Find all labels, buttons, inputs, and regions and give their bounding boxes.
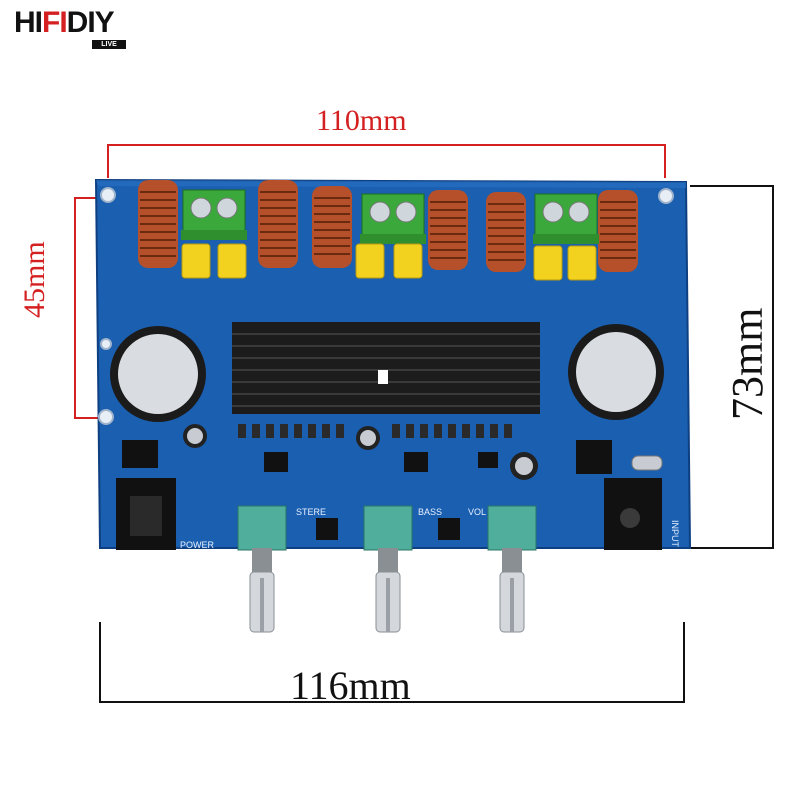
mounting-holes (98, 187, 674, 425)
dim-45mm-line (74, 197, 98, 419)
screw-terminals (181, 189, 599, 244)
audio-input-jack (604, 478, 662, 550)
heatsink (232, 322, 540, 414)
film-capacitors (181, 243, 597, 281)
label-bass: BASS (418, 507, 442, 517)
label-power: POWER (180, 540, 215, 550)
label-vol: VOL (468, 507, 486, 517)
logo-text-fi: FI (42, 6, 68, 39)
dc-power-jack (116, 478, 176, 550)
label-input: INPUT (670, 520, 680, 548)
logo-sub: LIVE (92, 40, 126, 49)
dim-116mm-line (99, 622, 685, 703)
dim-73mm-line (690, 185, 774, 549)
dimension-label-73mm: 73mm (723, 307, 772, 420)
logo-text-diy: DIY (66, 6, 115, 39)
potentiometer-volume (487, 505, 537, 633)
brand-logo: HIFIDIY (14, 6, 115, 39)
smd-components (122, 424, 663, 540)
logo-text-hi: HI (14, 6, 43, 39)
label-stereo: STERE (296, 507, 326, 517)
potentiometer-stereo (237, 505, 287, 633)
dimension-label-110mm: 110mm (316, 104, 407, 137)
dimension-label-116mm: 116mm (290, 663, 411, 708)
dim-110mm-line (107, 144, 666, 178)
potentiometer-bass (363, 505, 413, 633)
electrolytic-capacitors (110, 324, 664, 480)
inductor-coils (138, 180, 638, 272)
dimension-label-45mm: 45mm (18, 241, 51, 318)
